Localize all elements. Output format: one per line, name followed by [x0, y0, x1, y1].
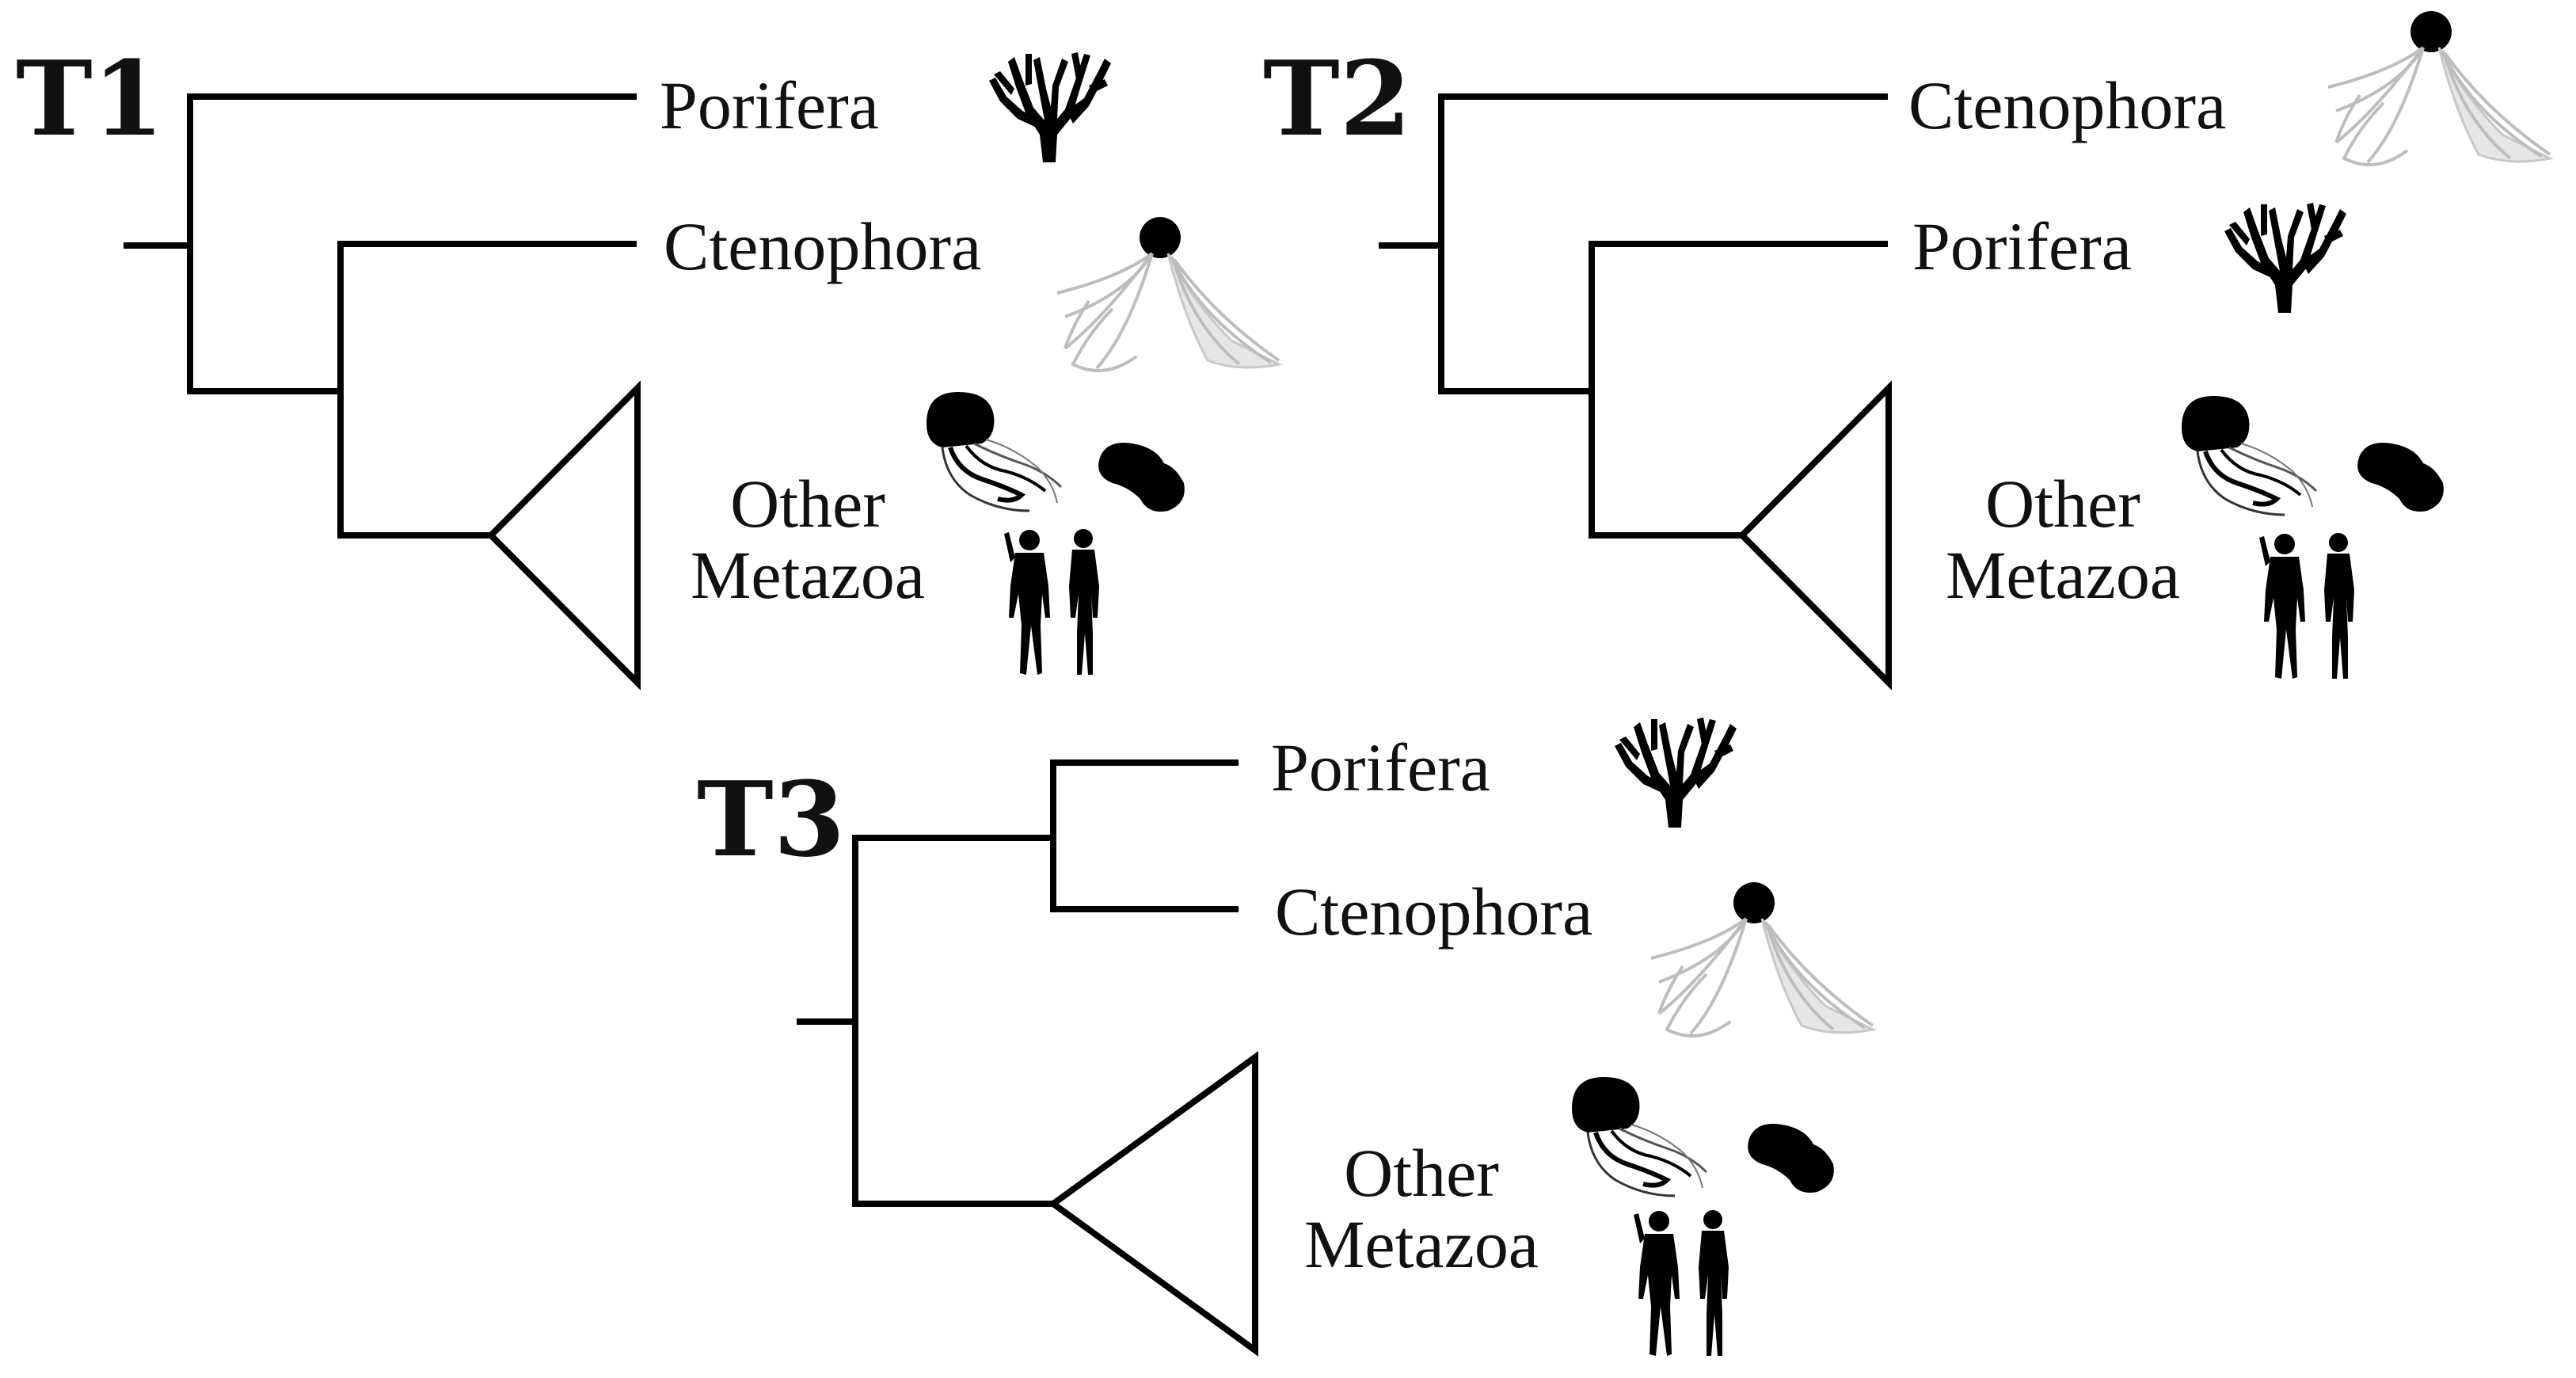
- clade-label-line2: Metazoa: [1304, 1206, 1539, 1282]
- taxon-label-top: Ctenophora: [1908, 67, 2226, 143]
- tree-t2: T2 Ctenophora Porifera Other Metazoa: [1263, 10, 2551, 691]
- sponge-icon: [2224, 203, 2346, 313]
- comb-jelly-icon: [1649, 881, 1874, 1037]
- human-pair-icon: [1004, 529, 1099, 675]
- comb-jelly-icon: [2327, 10, 2551, 166]
- clade-label-line1: Other: [730, 466, 885, 542]
- placozoan-icon: [2357, 443, 2444, 512]
- placozoan-icon: [1748, 1124, 1834, 1193]
- taxon-label-middle: Ctenophora: [1275, 874, 1592, 950]
- collapsed-clade-triangle: [1048, 1051, 1258, 1357]
- tree-t1: T1 Porifera Ctenophora Other Metazoa: [16, 38, 1280, 691]
- placozoan-icon: [1098, 443, 1185, 512]
- tree-title: T3: [697, 759, 845, 880]
- sponge-icon: [1615, 718, 1737, 828]
- taxon-label-middle: Ctenophora: [664, 208, 981, 284]
- clade-label-line2: Metazoa: [1946, 537, 2180, 613]
- tree-t3: T3 Porifera Ctenophora Other Metazoa: [697, 718, 1874, 1357]
- clade-label-line1: Other: [1344, 1135, 1499, 1211]
- jellyfish-icon: [927, 392, 1061, 511]
- taxon-label-top: Porifera: [1271, 729, 1490, 805]
- tree-title: T2: [1263, 38, 1411, 159]
- comb-jelly-icon: [1056, 215, 1280, 372]
- tree-title: T1: [16, 38, 164, 159]
- clade-label-line2: Metazoa: [691, 537, 925, 613]
- human-pair-icon: [1634, 1210, 1729, 1356]
- jellyfish-icon: [2182, 396, 2316, 515]
- human-pair-icon: [2259, 533, 2354, 679]
- taxon-label-top: Porifera: [660, 67, 879, 143]
- collapsed-clade-triangle: [486, 380, 641, 691]
- sponge-icon: [989, 52, 1111, 162]
- jellyfish-icon: [1572, 1077, 1707, 1196]
- clade-label-line1: Other: [1985, 466, 2140, 542]
- taxon-label-middle: Porifera: [1912, 208, 2132, 284]
- collapsed-clade-triangle: [1737, 380, 1892, 691]
